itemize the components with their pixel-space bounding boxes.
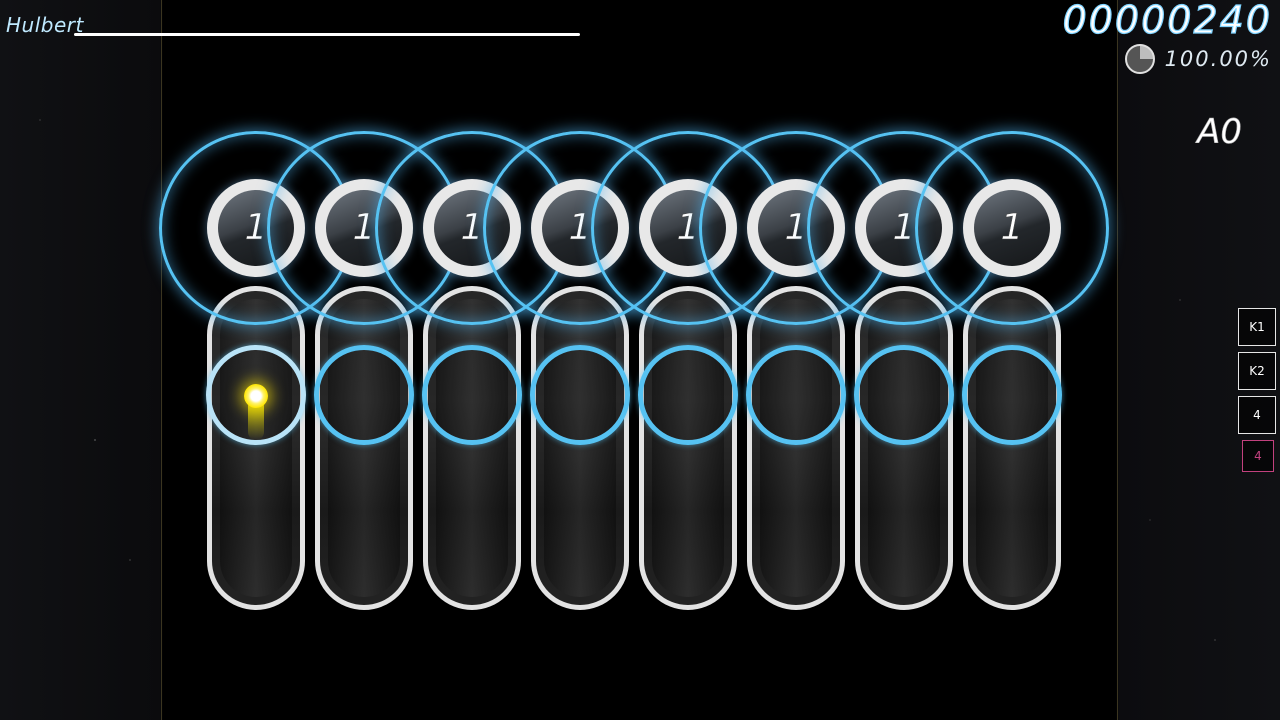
score-counter: 00000240 xyxy=(1062,0,1272,43)
accuracy-value: 100.00% xyxy=(1164,47,1272,71)
slider-body[interactable] xyxy=(531,286,629,610)
slider-follow-ring xyxy=(638,345,738,445)
combo-counter: A0 xyxy=(1197,112,1242,153)
key-m1: 4 xyxy=(1238,396,1276,434)
song-progress-bar xyxy=(74,33,580,36)
slider-follow-ring xyxy=(530,345,630,445)
approach-circle xyxy=(915,131,1109,325)
slider-body[interactable] xyxy=(855,286,953,610)
pie-chart-icon xyxy=(1124,44,1155,74)
key-m2: 4 xyxy=(1242,440,1274,472)
slider-body[interactable] xyxy=(963,286,1061,610)
slider-body[interactable] xyxy=(639,286,737,610)
slider-follow-ring xyxy=(314,345,414,445)
slider-follow-ring xyxy=(854,345,954,445)
slider-body[interactable] xyxy=(207,286,305,610)
playfield-right-edge xyxy=(1117,0,1118,720)
slider-body[interactable] xyxy=(315,286,413,610)
slider-body[interactable] xyxy=(747,286,845,610)
cursor-icon xyxy=(244,384,268,408)
slider-follow-ring xyxy=(746,345,846,445)
slider-body[interactable] xyxy=(423,286,521,610)
slider-follow-ring xyxy=(422,345,522,445)
key-overlay: K1 K2 4 4 xyxy=(1238,308,1276,478)
key-k2: K2 xyxy=(1238,352,1276,390)
playfield-left-edge xyxy=(161,0,162,720)
cursor-trail xyxy=(248,398,264,440)
player-name: Hulbert xyxy=(6,13,84,37)
accuracy-display: 100.00% xyxy=(1124,44,1272,74)
slider-follow-ring xyxy=(962,345,1062,445)
key-k1: K1 xyxy=(1238,308,1276,346)
